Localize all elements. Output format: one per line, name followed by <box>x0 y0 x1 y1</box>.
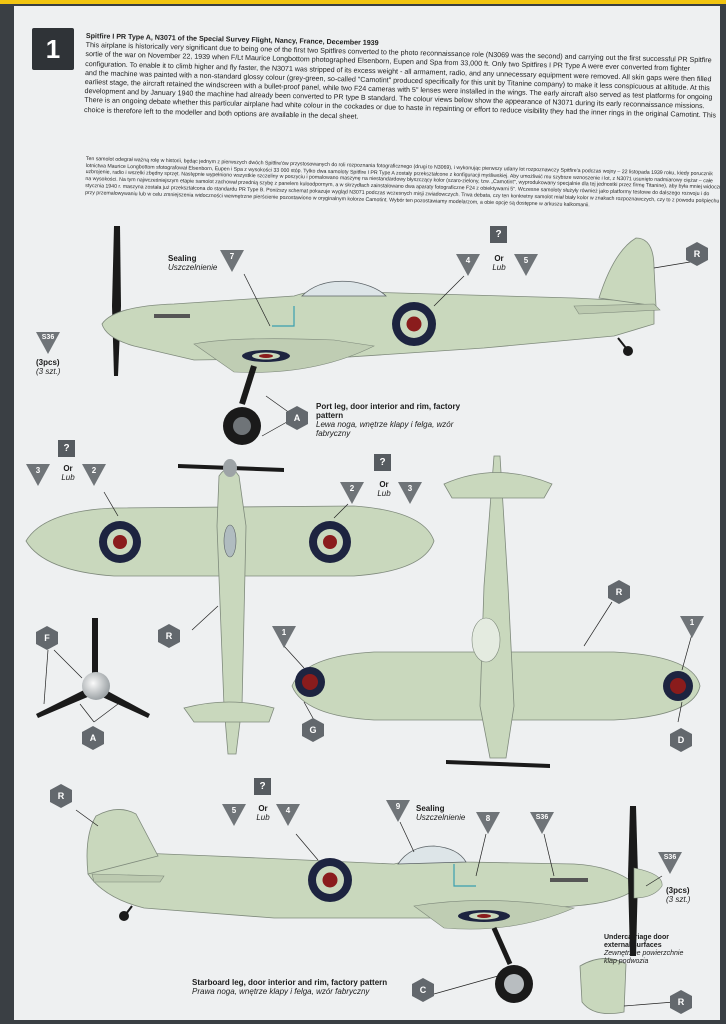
step-number: 1 <box>32 28 74 70</box>
question-box-bottom: ? <box>254 778 271 795</box>
paint-code-R-upper: R <box>158 624 180 648</box>
paint-code-G: G <box>302 718 324 742</box>
decal-callout-2-mid: 2 <box>340 482 364 504</box>
question-box-mid: ? <box>374 454 391 471</box>
upper-plan-view <box>25 459 435 755</box>
decal-callout-S36-right: S36 <box>658 852 682 874</box>
pcs-label-bottom: (3pcs)(3 szt.) <box>666 886 691 904</box>
decal-callout-4-bottom: 4 <box>276 804 300 826</box>
decal-callout-8: 8 <box>476 812 500 834</box>
paint-code-R-bottom-left: R <box>50 784 72 808</box>
pcs-label-top: (3pcs)(3 szt.) <box>36 358 61 376</box>
port-side-profile <box>101 226 697 445</box>
paint-code-A-spinner: A <box>82 726 104 750</box>
decal-callout-2-left: 2 <box>82 464 106 486</box>
question-box-top: ? <box>490 226 507 243</box>
decal-callout-5-bottom: 5 <box>222 804 246 826</box>
decal-callout-9: 9 <box>386 800 410 822</box>
paint-code-R-top: R <box>686 242 708 266</box>
port-leg-label: Port leg, door interior and rim, factory… <box>316 402 461 438</box>
decal-callout-S36-bottom: S36 <box>530 812 554 834</box>
decal-callout-4-top: 4 <box>456 254 480 276</box>
paint-code-A-gear: A <box>286 406 308 430</box>
question-box-left: ? <box>58 440 75 457</box>
decal-callout-7: 7 <box>220 250 244 272</box>
decal-callout-S36-top: S36 <box>36 332 60 354</box>
sealing-pl: Uszczelnienie <box>168 263 218 272</box>
starboard-leg-label: Starboard leg, door interior and rim, fa… <box>192 978 388 996</box>
paint-code-F: F <box>36 626 58 650</box>
decal-callout-5-top: 5 <box>514 254 538 276</box>
decal-callout-1-right: 1 <box>680 616 704 638</box>
paint-code-C: C <box>412 978 434 1002</box>
aircraft-views <box>25 226 701 1015</box>
top-band <box>0 0 726 4</box>
spinner-detail <box>36 618 150 723</box>
paint-code-D: D <box>670 728 692 752</box>
paint-code-R-lower: R <box>608 580 630 604</box>
lower-plan-view <box>283 455 701 768</box>
decal-callout-3-mid: 3 <box>398 482 422 504</box>
instruction-sheet: 1 Spitfire I PR Type A, N3071 of the Spe… <box>14 6 720 1020</box>
decal-callout-3-left: 3 <box>26 464 50 486</box>
paint-code-R-door: R <box>670 990 692 1014</box>
sealing-label-top: Sealing Uszczelnienie <box>168 254 217 272</box>
sealing-en: Sealing <box>168 254 197 263</box>
starboard-side-profile <box>75 806 675 1015</box>
decal-callout-1-left: 1 <box>272 626 296 648</box>
